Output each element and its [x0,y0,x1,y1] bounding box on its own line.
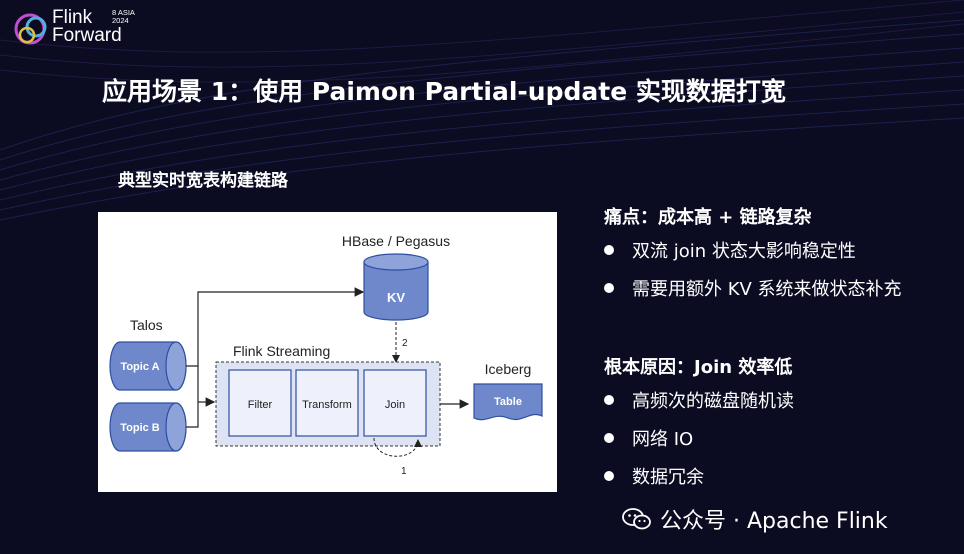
logo-line-1: Flink [52,7,93,28]
pipeline-diagram: Talos Topic A Topic B HBase / Pegasus KV… [98,212,557,492]
kv-store-node: KV [363,253,429,321]
slide-title: 应用场景 1：使用 Paimon Partial-update 实现数据打宽 [102,77,786,106]
logo-line-2: Forward [52,25,122,46]
bullet-icon [604,471,614,481]
watermark-text: 公众号 · Apache Flink [660,509,888,534]
join-node: Join [363,369,427,437]
iceberg-table-node: Table [473,383,543,421]
diagram-title: 典型实时宽表构建链路 [118,171,288,191]
filter-node: Filter [228,369,292,437]
talos-label: Talos [130,317,163,333]
kv-label: KV [387,290,405,305]
join-label: Join [385,399,405,411]
pain-point-item: 需要用额外 KV 系统来做状态补充 [604,275,954,313]
topic-b-label: Topic B [120,422,160,434]
filter-label: Filter [248,399,273,411]
logo-wordmark: Flink Forward [52,7,122,46]
step-2-label: 2 [402,338,408,349]
join-state-loop [373,437,422,457]
logo-tag-2: 2024 [112,16,129,25]
step-1-label: 1 [401,466,407,477]
logo-tag-1: 8 ASIA [112,8,135,17]
arrow-to-kv [197,287,365,366]
topic-a-label: Topic A [120,361,159,373]
bullet-icon [604,283,614,293]
root-cause-section: 根本原因：Join 效率低 高频次的磁盘随机读 网络 IO 数据冗余 [604,353,954,501]
root-cause-text: 数据冗余 [632,467,704,488]
root-cause-text: 网络 IO [632,429,694,450]
table-label: Table [494,396,522,408]
bullet-icon [604,245,614,255]
pain-points-heading: 痛点：成本高 + 链路复杂 [604,207,812,228]
iceberg-label: Iceberg [485,361,532,377]
transform-node: Transform [295,369,359,437]
root-cause-heading: 根本原因：Join 效率低 [604,357,793,378]
bullet-icon [604,433,614,443]
wechat-icon [622,508,651,530]
topic-merge-connector [186,365,199,428]
topic-a-node: Topic A [109,341,187,391]
root-cause-item: 网络 IO [604,425,954,463]
pain-point-item: 双流 join 状态大影响稳定性 [604,237,954,275]
root-cause-item: 数据冗余 [604,463,954,501]
transform-label: Transform [302,399,352,411]
hbase-label: HBase / Pegasus [342,233,450,249]
root-cause-text: 高频次的磁盘随机读 [632,391,794,412]
pain-point-text: 双流 join 状态大影响稳定性 [632,241,856,262]
topic-b-node: Topic B [109,402,187,452]
pain-point-text: 需要用额外 KV 系统来做状态补充 [632,279,902,300]
flink-forward-logo-icon [14,13,47,45]
wechat-watermark: 公众号 · Apache Flink [622,503,888,535]
bullet-icon [604,395,614,405]
logo-tag: 8 ASIA 2024 [112,9,135,25]
pain-points-section: 痛点：成本高 + 链路复杂 双流 join 状态大影响稳定性 需要用额外 KV … [604,203,954,313]
flink-streaming-label: Flink Streaming [233,343,330,359]
root-cause-item: 高频次的磁盘随机读 [604,387,954,425]
